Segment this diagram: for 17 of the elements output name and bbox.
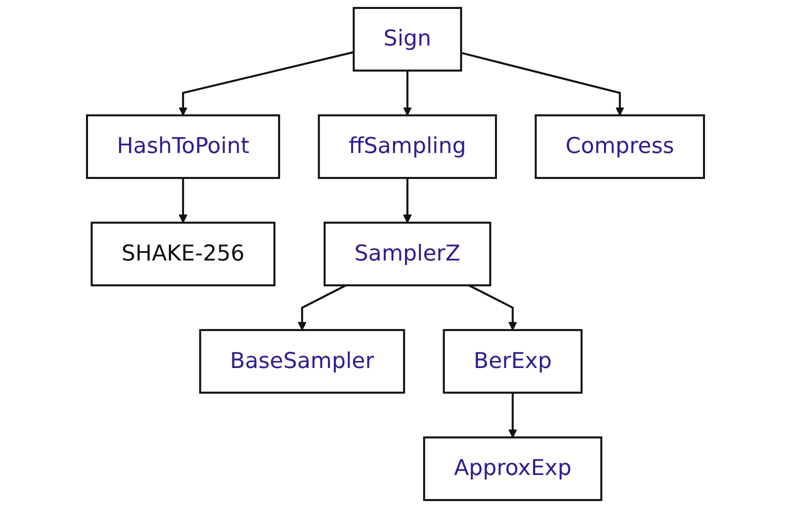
- node-box: Compress: [534, 114, 705, 179]
- arrow: [178, 51, 354, 116]
- arrow: [298, 284, 346, 330]
- node-box: BerExp: [442, 329, 583, 394]
- node-box: ffSampling: [318, 114, 497, 179]
- arrow: [460, 52, 624, 116]
- node-box: Sign: [352, 6, 462, 72]
- arrow: [468, 284, 518, 330]
- node-box: SamplerZ: [324, 222, 492, 286]
- node-box: SHAKE-256: [90, 222, 276, 286]
- arrow: [178, 178, 188, 224]
- arrow: [403, 178, 412, 224]
- node-box: BaseSampler: [199, 329, 406, 394]
- arrow: [403, 70, 412, 116]
- arrow: [508, 392, 518, 438]
- node-box: HashToPoint: [86, 114, 280, 179]
- node-box: ApproxExp: [423, 436, 602, 502]
